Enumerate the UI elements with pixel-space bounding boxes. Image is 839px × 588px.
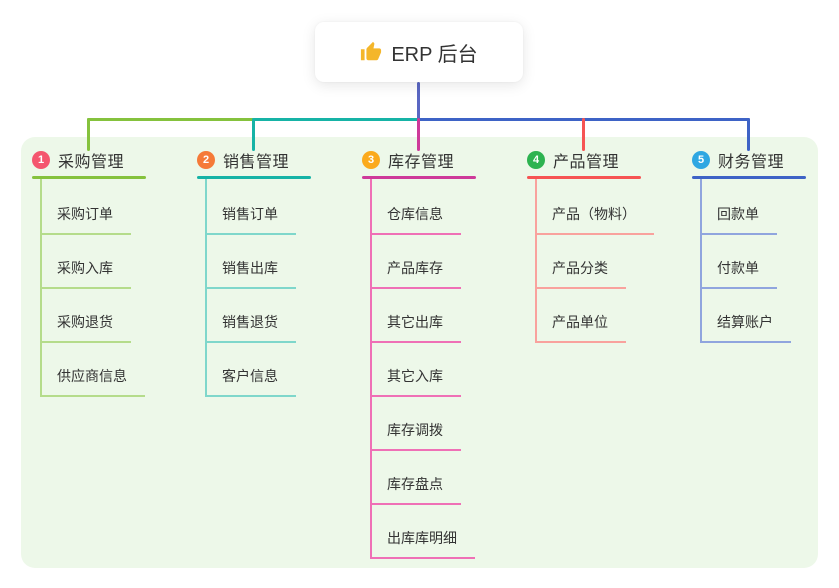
child-node-label: 采购退货 — [42, 312, 131, 343]
branch-node-4[interactable]: 4 产品管理 — [527, 149, 687, 171]
child-node-label: 结算账户 — [702, 312, 791, 343]
child-node[interactable]: 销售订单 — [207, 181, 296, 235]
child-node-label: 库存盘点 — [372, 474, 461, 505]
child-node[interactable]: 其它入库 — [372, 343, 475, 397]
child-node-label: 出库库明细 — [372, 528, 475, 559]
child-node-label: 产品（物料） — [537, 204, 654, 235]
branch-node-2[interactable]: 2 销售管理 — [197, 149, 357, 171]
child-node[interactable]: 采购退货 — [42, 289, 145, 343]
child-node[interactable]: 回款单 — [702, 181, 791, 235]
child-node-label: 销售退货 — [207, 312, 296, 343]
mindmap-panel — [21, 137, 818, 568]
branch-drop-line-2 — [252, 118, 255, 151]
child-node[interactable]: 客户信息 — [207, 343, 296, 397]
branch-2: 2 销售管理销售订单销售出库销售退货客户信息 — [197, 149, 357, 397]
branch-children: 回款单付款单结算账户 — [700, 179, 791, 343]
branch-children: 仓库信息产品库存其它出库其它入库库存调拨库存盘点出库库明细 — [370, 179, 475, 559]
child-node-label: 其它出库 — [372, 312, 461, 343]
child-node-label: 付款单 — [702, 258, 777, 289]
child-node[interactable]: 产品（物料） — [537, 181, 654, 235]
branch-number-badge: 2 — [197, 151, 215, 169]
branch-label: 产品管理 — [553, 154, 620, 171]
child-node-label: 销售订单 — [207, 204, 296, 235]
branch-children: 销售订单销售出库销售退货客户信息 — [205, 179, 296, 397]
child-node-label: 采购订单 — [42, 204, 131, 235]
child-node[interactable]: 库存盘点 — [372, 451, 475, 505]
branch-label: 库存管理 — [388, 154, 455, 171]
child-node-label: 产品分类 — [537, 258, 626, 289]
child-node-label: 库存调拨 — [372, 420, 461, 451]
bus-segment-middle — [253, 118, 419, 121]
branch-label: 财务管理 — [718, 154, 785, 171]
child-node[interactable]: 产品分类 — [537, 235, 654, 289]
branch-node-1[interactable]: 1 采购管理 — [32, 149, 192, 171]
branch-drop-line-5 — [747, 118, 750, 151]
root-node-label: ERP 后台 — [391, 43, 478, 66]
child-node-label: 采购入库 — [42, 258, 131, 289]
child-node-label: 仓库信息 — [372, 204, 461, 235]
branch-number-badge: 5 — [692, 151, 710, 169]
branch-number-badge: 1 — [32, 151, 50, 169]
child-node[interactable]: 库存调拨 — [372, 397, 475, 451]
branch-drop-line-4 — [582, 118, 585, 151]
branch-drop-line-3 — [417, 118, 420, 151]
child-node[interactable]: 销售出库 — [207, 235, 296, 289]
branch-5: 5 财务管理回款单付款单结算账户 — [692, 149, 839, 343]
child-node[interactable]: 结算账户 — [702, 289, 791, 343]
child-node-label: 供应商信息 — [42, 366, 145, 397]
branch-3: 3 库存管理仓库信息产品库存其它出库其它入库库存调拨库存盘点出库库明细 — [362, 149, 522, 559]
child-node-label: 产品库存 — [372, 258, 461, 289]
child-node[interactable]: 采购入库 — [42, 235, 145, 289]
branch-1: 1 采购管理采购订单采购入库采购退货供应商信息 — [32, 149, 192, 397]
branch-underline — [197, 176, 311, 179]
bus-segment-left — [87, 118, 254, 121]
branch-underline — [692, 176, 806, 179]
child-node-label: 回款单 — [702, 204, 777, 235]
branch-node-3[interactable]: 3 库存管理 — [362, 149, 522, 171]
branch-4: 4 产品管理产品（物料） 产品分类产品单位 — [527, 149, 687, 343]
thumbs-up-icon — [360, 41, 382, 63]
child-node-label: 其它入库 — [372, 366, 461, 397]
branch-children: 产品（物料） 产品分类产品单位 — [535, 179, 654, 343]
child-node[interactable]: 仓库信息 — [372, 181, 475, 235]
child-node[interactable]: 产品单位 — [537, 289, 654, 343]
branch-underline — [32, 176, 146, 179]
child-node[interactable]: 付款单 — [702, 235, 791, 289]
root-stem-line — [417, 82, 420, 121]
child-node-label: 销售出库 — [207, 258, 296, 289]
branch-node-5[interactable]: 5 财务管理 — [692, 149, 839, 171]
child-node[interactable]: 采购订单 — [42, 181, 145, 235]
branch-number-badge: 4 — [527, 151, 545, 169]
branch-label: 销售管理 — [223, 154, 290, 171]
child-node[interactable]: 供应商信息 — [42, 343, 145, 397]
branch-children: 采购订单采购入库采购退货供应商信息 — [40, 179, 145, 397]
root-node[interactable]: ERP 后台 — [315, 22, 523, 82]
child-node[interactable]: 出库库明细 — [372, 505, 475, 559]
branch-underline — [362, 176, 476, 179]
child-node-label: 产品单位 — [537, 312, 626, 343]
child-node-label: 客户信息 — [207, 366, 296, 397]
branch-underline — [527, 176, 641, 179]
branch-drop-line-1 — [87, 118, 90, 151]
child-node[interactable]: 产品库存 — [372, 235, 475, 289]
child-node[interactable]: 销售退货 — [207, 289, 296, 343]
child-node[interactable]: 其它出库 — [372, 289, 475, 343]
branch-number-badge: 3 — [362, 151, 380, 169]
branch-label: 采购管理 — [58, 154, 125, 171]
